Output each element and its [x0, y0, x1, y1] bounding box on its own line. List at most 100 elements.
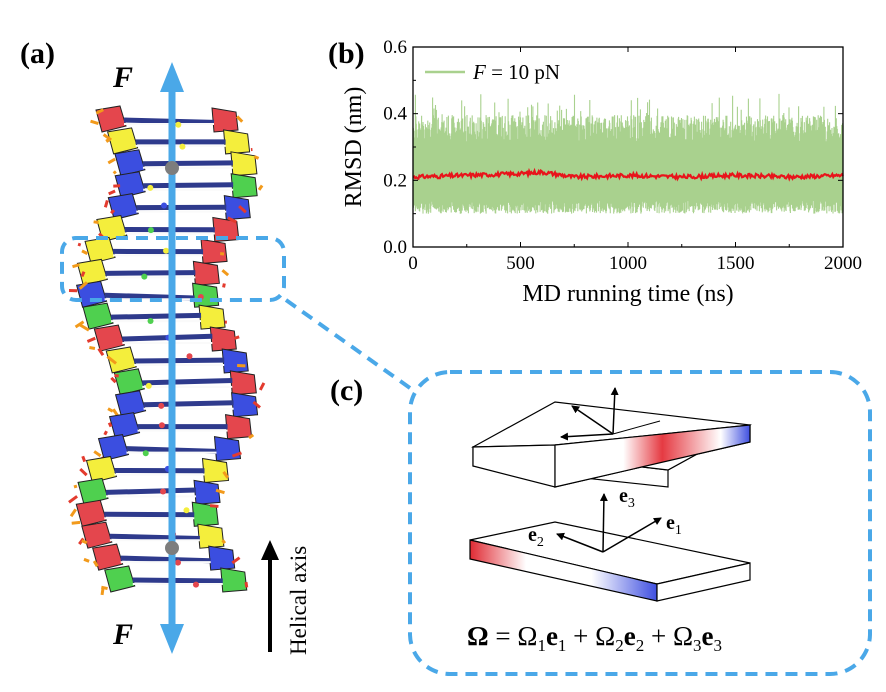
- x-tick-label: 1500: [717, 253, 755, 274]
- nucleotide-left: [105, 346, 137, 374]
- equation-lhs: Ω: [467, 621, 489, 651]
- atom: [142, 450, 149, 457]
- phosphate-bond: [222, 471, 230, 479]
- lower-base-slab: [469, 521, 751, 602]
- y-axis-title: RMSD (nm): [341, 87, 367, 208]
- phosphate-bond: [107, 157, 116, 165]
- phosphate-bond: [79, 467, 88, 477]
- phosphate-bond: [81, 455, 87, 463]
- phosphate-bond: [68, 495, 79, 504]
- nucleotide-left: [82, 302, 114, 330]
- nucleotide-left: [85, 455, 118, 484]
- phosphate-bond: [80, 271, 86, 278]
- phosphate-bond: [102, 133, 112, 142]
- vector-e1-base: e: [666, 512, 675, 534]
- phosphate-bond: [74, 320, 85, 329]
- x-axis-title: MD running time (ns): [522, 281, 733, 307]
- phosphate-bond: [93, 220, 99, 224]
- nucleotide-right: [201, 457, 230, 484]
- base-pair-rung: [143, 400, 234, 408]
- y-tick-label: 0.6: [383, 37, 407, 58]
- phosphate-bond: [105, 138, 110, 143]
- nucleotide-right: [211, 107, 239, 133]
- base-pair-rung: [132, 577, 223, 584]
- x-tick-label: 500: [506, 253, 535, 274]
- y-tick-label: 0.2: [383, 170, 407, 191]
- nucleotide-left: [75, 280, 108, 308]
- base-pair-rung: [109, 533, 200, 542]
- nucleotide-right: [223, 195, 251, 221]
- vector-e2-base: e: [528, 524, 537, 546]
- equation-term1-vec: e: [546, 621, 558, 651]
- base-pair-rung: [120, 555, 211, 564]
- phosphate-bond: [253, 155, 260, 160]
- nucleotide-right: [221, 348, 249, 374]
- chart-legend: F = 10 pN: [425, 60, 560, 84]
- base-pair-rung: [104, 292, 195, 301]
- lower-slab-side-face: [656, 562, 751, 602]
- equation-term2-coef-sub: 2: [615, 636, 624, 655]
- force-label-top: F: [112, 61, 133, 94]
- phosphate-bond: [258, 382, 266, 391]
- nucleotide-left: [106, 127, 139, 155]
- nucleotide-right: [220, 567, 248, 593]
- nucleotide-right: [192, 260, 220, 286]
- phosphate-bond: [110, 376, 117, 384]
- phosphate-bond: [221, 269, 230, 277]
- atom: [163, 247, 170, 254]
- phosphate-bond: [92, 560, 99, 568]
- nucleotide-right: [230, 173, 258, 199]
- equation-term3-vec-sub: 3: [714, 636, 723, 655]
- nucleotide-left: [114, 171, 146, 199]
- atom: [147, 184, 154, 191]
- helical-axis-label: Helical axis: [286, 546, 311, 655]
- phosphate-bond: [236, 115, 244, 123]
- force-label-bottom: F: [112, 618, 133, 651]
- base-pair-rung: [105, 487, 197, 495]
- phosphate-bond: [73, 484, 78, 489]
- zoom-connector: [284, 298, 412, 390]
- panel-c-label: (c): [330, 374, 363, 407]
- base-pair-rung: [134, 357, 225, 364]
- equation-plus-2: +: [644, 621, 673, 651]
- nucleotide-left: [97, 434, 130, 462]
- nucleotide-right: [197, 523, 225, 549]
- nucleotide-left: [75, 499, 107, 527]
- atom: [141, 273, 148, 280]
- vector-e1-label: e1: [666, 512, 682, 538]
- y-tick-label: 0.0: [383, 237, 407, 258]
- nucleotide-left: [76, 258, 109, 286]
- phosphate-bond: [221, 539, 227, 545]
- nucleotide-left: [104, 565, 136, 593]
- nucleotide-left: [95, 105, 127, 133]
- helical-axis-indicator: [261, 540, 279, 652]
- phosphate-bond: [78, 281, 88, 290]
- rmsd-fluctuation-series: [412, 93, 844, 214]
- nucleotide-left: [114, 149, 146, 177]
- legend-label-var: F: [472, 60, 486, 84]
- phosphate-bond: [93, 450, 102, 458]
- atom: [161, 202, 168, 209]
- phosphate-bond: [81, 249, 89, 255]
- phosphate-bond: [101, 585, 108, 591]
- legend-label-rest: = 10 pN: [486, 60, 560, 84]
- atom: [192, 581, 199, 588]
- nucleotide-right: [223, 129, 251, 155]
- equation-term2-coef: Ω: [595, 621, 615, 651]
- phosphate-bond: [79, 323, 90, 332]
- vector-e3-base: e: [619, 485, 628, 507]
- x-tick-label: 1000: [609, 253, 647, 274]
- phosphate-bond: [112, 408, 119, 417]
- base-pair-rung: [142, 377, 233, 386]
- equation-plus-1: +: [566, 621, 595, 651]
- phosphate-bond: [112, 170, 117, 175]
- phosphate-bond: [108, 189, 116, 196]
- phosphate-bond: [81, 539, 88, 545]
- nucleotide-right: [229, 370, 257, 396]
- pull-point-top: [165, 161, 179, 175]
- nucleotide-right: [193, 479, 221, 505]
- panel-b-label: (b): [328, 37, 365, 70]
